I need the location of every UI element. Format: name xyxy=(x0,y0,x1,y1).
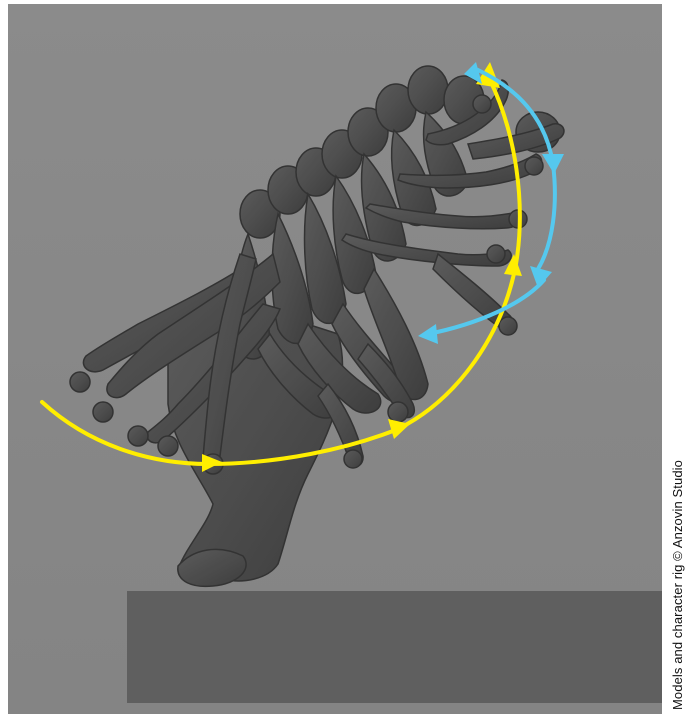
figure-fist xyxy=(128,426,148,446)
figure-fist xyxy=(70,372,90,392)
figure-fist xyxy=(487,245,505,263)
figure-fist xyxy=(388,402,408,422)
floor-block xyxy=(127,591,662,703)
figure-fist xyxy=(525,157,543,175)
viewport-3d xyxy=(8,4,662,714)
image-credit: Models and character rig © Anzovin Studi… xyxy=(670,460,685,710)
figure-fist xyxy=(344,450,362,468)
figure-head xyxy=(408,66,448,114)
onion-skin-scene xyxy=(8,4,662,714)
figure-fist xyxy=(93,402,113,422)
figure-fist xyxy=(158,436,178,456)
figure-fist xyxy=(499,317,517,335)
figure-fist xyxy=(473,95,491,113)
